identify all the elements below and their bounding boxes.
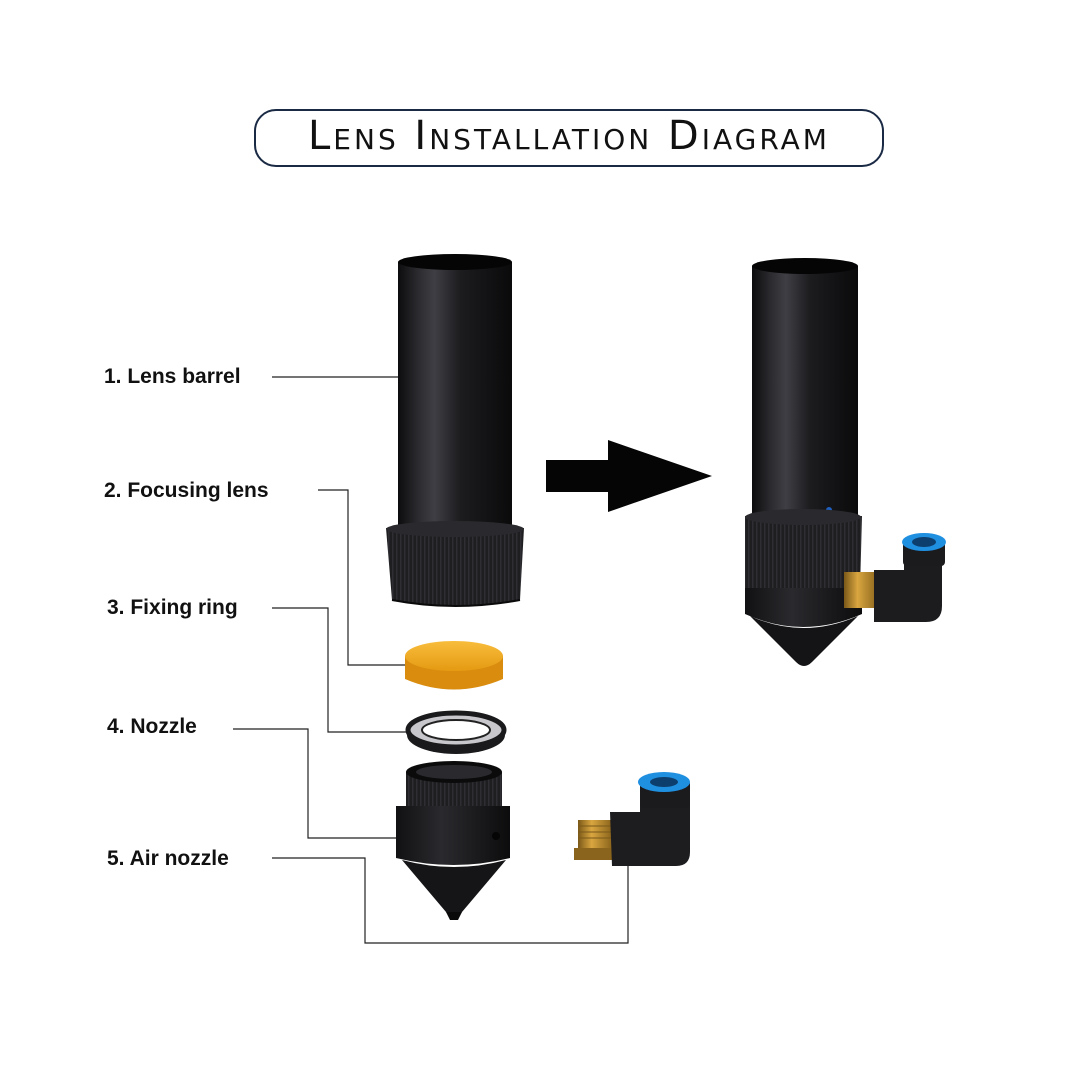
leader-line-focusing-lens: [318, 489, 405, 666]
lens-barrel-part: [386, 254, 524, 607]
assembled-unit: [745, 258, 946, 666]
label-fixing-ring: 3. Fixing ring: [107, 596, 238, 619]
focusing-lens-part: [405, 641, 503, 690]
diagram-title: Lens Installation Diagram: [308, 113, 830, 159]
label-air-nozzle: 5. Air nozzle: [107, 847, 229, 870]
nozzle-part: [396, 761, 510, 920]
leader-line-fixing-ring: [272, 607, 410, 733]
leader-line-air-nozzle: [272, 857, 629, 944]
label-lens-barrel: 1. Lens barrel: [104, 365, 241, 388]
air-nozzle-part: [574, 772, 690, 866]
diagram-title-box: Lens Installation Diagram: [254, 109, 884, 167]
label-focusing-lens: 2. Focusing lens: [104, 479, 269, 502]
label-nozzle: 4. Nozzle: [107, 715, 197, 738]
fixing-ring-part: [405, 710, 507, 754]
assembly-arrow: [546, 440, 712, 512]
leader-line-nozzle: [233, 728, 396, 839]
